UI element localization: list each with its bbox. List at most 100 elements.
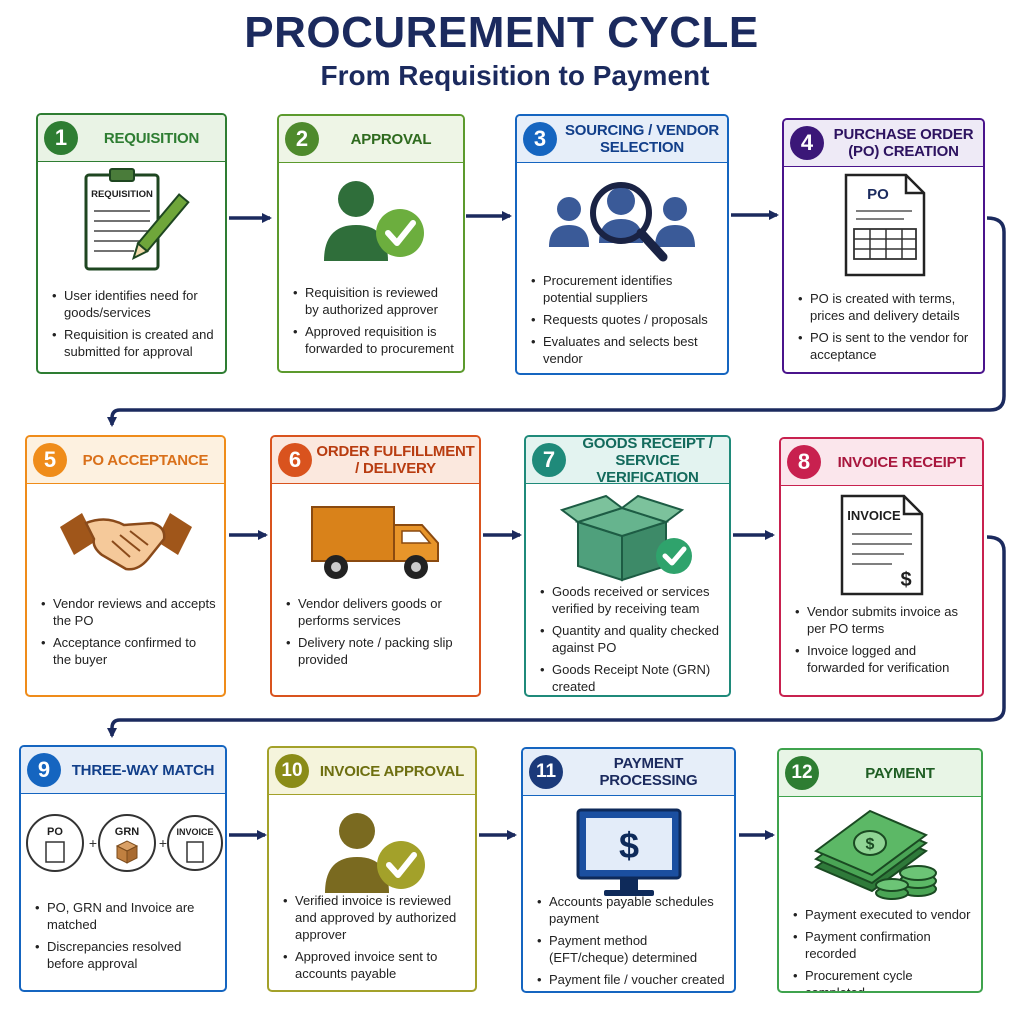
step-number-badge: 6 [278, 443, 312, 477]
bullet-item: Approved requisition is forwarded to pro… [293, 323, 455, 357]
step-title: GOODS RECEIPT / SERVICE VERIFICATION [582, 435, 713, 486]
bullet-item: Verified invoice is reviewed and approve… [283, 892, 467, 943]
step-number-badge: 1 [44, 121, 78, 155]
step-card-4: 4 PURCHASE ORDER (PO) CREATION PO PO is … [782, 118, 985, 374]
step-number-badge: 9 [27, 753, 61, 787]
bullet-item: Approved invoice sent to accounts payabl… [283, 948, 467, 982]
bullet-item: Vendor delivers goods or performs servic… [286, 595, 471, 629]
bullet-item: Requests quotes / proposals [531, 311, 719, 328]
step-title: INVOICE APPROVAL [319, 762, 465, 780]
handshake-icon [27, 487, 224, 597]
bullet-item: Discrepancies resolved before approval [35, 938, 217, 972]
step-card-2: 2 APPROVAL Requisition is reviewed by au… [277, 114, 465, 373]
bullet-item: Procurement identifies potential supplie… [531, 272, 719, 306]
step-card-6: 6 ORDER FULFILLMENT / DELIVERY Vendor de… [270, 435, 481, 697]
step-bullets: Vendor reviews and accepts the PO Accept… [41, 595, 216, 673]
plus-sign: + [89, 835, 97, 851]
bullet-item: Evaluates and selects best vendor [531, 333, 719, 367]
bullet-item: Goods Receipt Note (GRN) created [540, 661, 721, 695]
step-card-8: 8 INVOICE RECEIPT INVOICE $ Vendor submi… [779, 437, 984, 697]
step-card-3: 3 SOURCING / VENDOR SELECTION Procuremen… [515, 114, 729, 375]
step-bullets: Accounts payable schedules payment Payme… [537, 893, 726, 991]
cash-coins-icon: $ [779, 800, 981, 910]
bullet-item: Goods received or services verified by r… [540, 583, 721, 617]
box-check-icon [526, 487, 729, 587]
clipboard-label: REQUISITION [91, 189, 153, 200]
bullet-item: User identifies need for goods/services [52, 287, 217, 321]
page-subtitle: From Requisition to Payment [320, 60, 710, 91]
step-bullets: Vendor delivers goods or performs servic… [286, 595, 471, 673]
step-title: PAYMENT [865, 764, 935, 782]
po-label: PO [867, 186, 889, 203]
step-title: PAYMENT PROCESSING [599, 755, 698, 789]
step-title: INVOICE RECEIPT [837, 453, 966, 471]
bullet-item: Invoice logged and forwarded for verific… [795, 642, 974, 676]
step-bullets: PO is created with terms, prices and del… [798, 290, 975, 368]
truck-icon [272, 487, 479, 597]
step-number-badge: 5 [33, 443, 67, 477]
bullet-item: Requisition is created and submitted for… [52, 326, 217, 360]
bullet-item: Payment method (EFT/cheque) determined [537, 932, 726, 966]
step-card-12: 12 PAYMENT $ Payment executed to vendor … [777, 748, 983, 993]
step-card-9: 9 THREE-WAY MATCH PO + GRN + INVOICE PO,… [19, 745, 227, 992]
step-bullets: Goods received or services verified by r… [540, 583, 721, 695]
step-title: PURCHASE ORDER (PO) CREATION [833, 126, 974, 160]
person-check-icon [279, 166, 463, 276]
invoice-document-icon: INVOICE $ [781, 489, 982, 599]
step-number-badge: 12 [785, 756, 819, 790]
bullet-item: PO is created with terms, prices and del… [798, 290, 975, 324]
match-po-label: PO [47, 826, 63, 838]
step-bullets: Requisition is reviewed by authorized ap… [293, 284, 455, 362]
step-number-badge: 4 [790, 126, 824, 160]
dollar-symbol: $ [618, 825, 638, 866]
bullet-item: Acceptance confirmed to the buyer [41, 634, 216, 668]
step-bullets: Vendor submits invoice as per PO terms I… [795, 603, 974, 681]
bullet-item: PO, GRN and Invoice are matched [35, 899, 217, 933]
step-bullets: Verified invoice is reviewed and approve… [283, 892, 467, 987]
step-card-7: 7 GOODS RECEIPT / SERVICE VERIFICATION G… [524, 435, 731, 697]
bullet-item: Payment executed to vendor [793, 906, 973, 923]
match-grn-label: GRN [115, 826, 140, 838]
step-title: THREE-WAY MATCH [71, 761, 215, 779]
step-number-badge: 10 [275, 754, 309, 788]
bullet-item: Payment confirmation recorded [793, 928, 973, 962]
step-title: ORDER FULFILLMENT / DELIVERY [316, 443, 475, 477]
bullet-item: Delivery note / packing slip provided [286, 634, 471, 668]
bullet-item: Vendor reviews and accepts the PO [41, 595, 216, 629]
dollar-symbol: $ [900, 569, 911, 591]
step-number-badge: 8 [787, 445, 821, 479]
bullet-item: Requisition is reviewed by authorized ap… [293, 284, 455, 318]
po-document-icon: PO [784, 170, 983, 280]
step-bullets: Procurement identifies potential supplie… [531, 272, 719, 372]
step-number-badge: 3 [523, 122, 557, 156]
step-number-badge: 2 [285, 122, 319, 156]
bullet-item: Accounts payable schedules payment [537, 893, 726, 927]
step-bullets: PO, GRN and Invoice are matched Discrepa… [35, 899, 217, 977]
match-invoice-label: INVOICE [176, 827, 213, 837]
bullet-item: Vendor submits invoice as per PO terms [795, 603, 974, 637]
monitor-dollar-icon: $ [523, 799, 734, 909]
people-magnifier-icon [517, 166, 727, 276]
step-title: APPROVAL [350, 130, 432, 148]
plus-sign: + [159, 835, 167, 851]
three-way-match-icon: PO + GRN + INVOICE [21, 803, 225, 883]
step-card-10: 10 INVOICE APPROVAL Verified invoice is … [267, 746, 477, 992]
step-card-1: 1 REQUISITION REQUISITION User identifie… [36, 113, 227, 374]
bullet-item: Quantity and quality checked against PO [540, 622, 721, 656]
step-title: SOURCING / VENDOR SELECTION [564, 122, 720, 156]
step-card-11: 11 PAYMENT PROCESSING $ Accounts payable… [521, 747, 736, 993]
person-check-icon [269, 798, 475, 908]
bullet-item: Payment file / voucher created [537, 971, 726, 988]
step-number-badge: 11 [529, 755, 563, 789]
step-card-5: 5 PO ACCEPTANCE Vendor reviews and accep… [25, 435, 226, 697]
step-title: REQUISITION [103, 129, 200, 147]
step-bullets: Payment executed to vendor Payment confi… [793, 906, 973, 991]
step-title: PO ACCEPTANCE [82, 451, 209, 469]
step-number-badge: 7 [532, 443, 566, 477]
invoice-label: INVOICE [847, 508, 901, 523]
page-title: PROCUREMENT CYCLE [244, 8, 759, 57]
bullet-item: Procurement cycle completed [793, 967, 973, 991]
bullet-item: PO is sent to the vendor for acceptance [798, 329, 975, 363]
dollar-symbol: $ [866, 836, 875, 853]
step-bullets: User identifies need for goods/services … [52, 287, 217, 365]
